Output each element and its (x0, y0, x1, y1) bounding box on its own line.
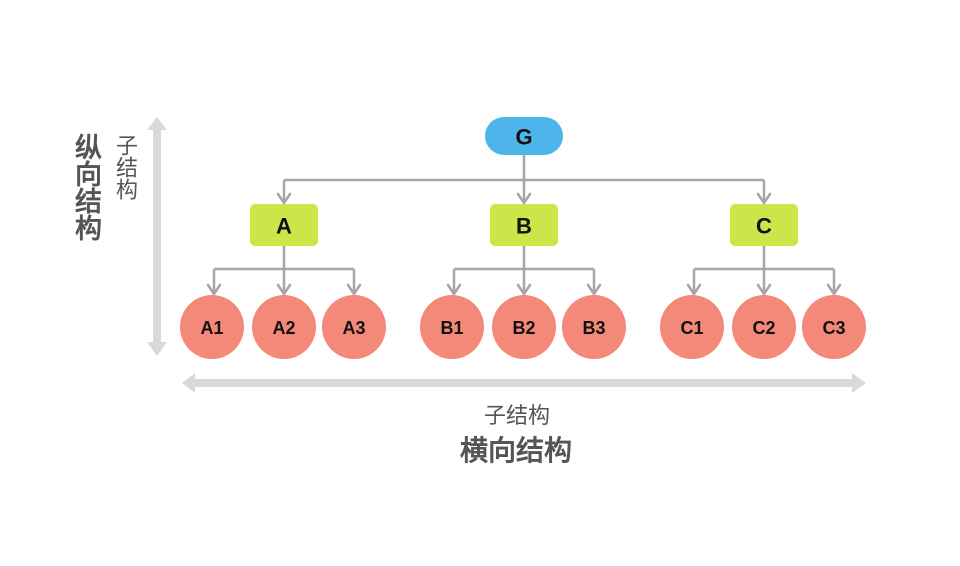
arrow-head-icon (586, 283, 602, 296)
leaf-node-c1 (660, 295, 724, 359)
leaf-node-label: B3 (582, 318, 605, 338)
leaf-node-b2 (492, 295, 556, 359)
arrow-head-icon (756, 283, 772, 296)
leaf-node-c3 (802, 295, 866, 359)
vertical-axis-arrow (147, 117, 167, 356)
leaf-node-label: C2 (752, 318, 775, 338)
leaf-node-label: A2 (272, 318, 295, 338)
group-node-label: C (756, 214, 772, 239)
group-node-b (490, 204, 558, 246)
group-node-c (730, 204, 798, 246)
arrow-head-icon (756, 192, 772, 205)
group-node-label: B (516, 214, 532, 239)
arrow-head-icon (346, 283, 362, 296)
arrow-head-icon (276, 283, 292, 296)
leaf-node-a1 (180, 295, 244, 359)
arrow-head-icon (516, 283, 532, 296)
arrow-head-icon (516, 192, 532, 205)
leaf-node-label: B1 (440, 318, 463, 338)
leaf-node-a2 (252, 295, 316, 359)
leaf-node-b3 (562, 295, 626, 359)
leaf-node-label: C3 (822, 318, 845, 338)
arrow-head-icon (686, 283, 702, 296)
group-node-label: A (276, 214, 292, 239)
leaf-node-label: A3 (342, 318, 365, 338)
vertical-axis-subtitle: 子结构 (112, 134, 137, 200)
leaf-node-label: B2 (512, 318, 535, 338)
arrow-head-icon (276, 192, 292, 205)
leaf-node-b1 (420, 295, 484, 359)
root-node (485, 117, 563, 155)
leaf-node-c2 (732, 295, 796, 359)
leaf-node-label: C1 (680, 318, 703, 338)
group-node-a (250, 204, 318, 246)
horizontal-axis-arrow (182, 373, 866, 393)
horizontal-axis-title: 横向结构 (460, 434, 573, 467)
horizontal-axis-subtitle: 子结构 (484, 404, 551, 429)
arrow-head-icon (446, 283, 462, 296)
arrow-head-icon (206, 283, 222, 296)
vertical-axis-title: 纵向结构 (70, 133, 101, 241)
arrow-head-icon (826, 283, 842, 296)
leaf-node-label: A1 (200, 318, 223, 338)
root-node-label: G (515, 125, 532, 150)
leaf-node-a3 (322, 295, 386, 359)
